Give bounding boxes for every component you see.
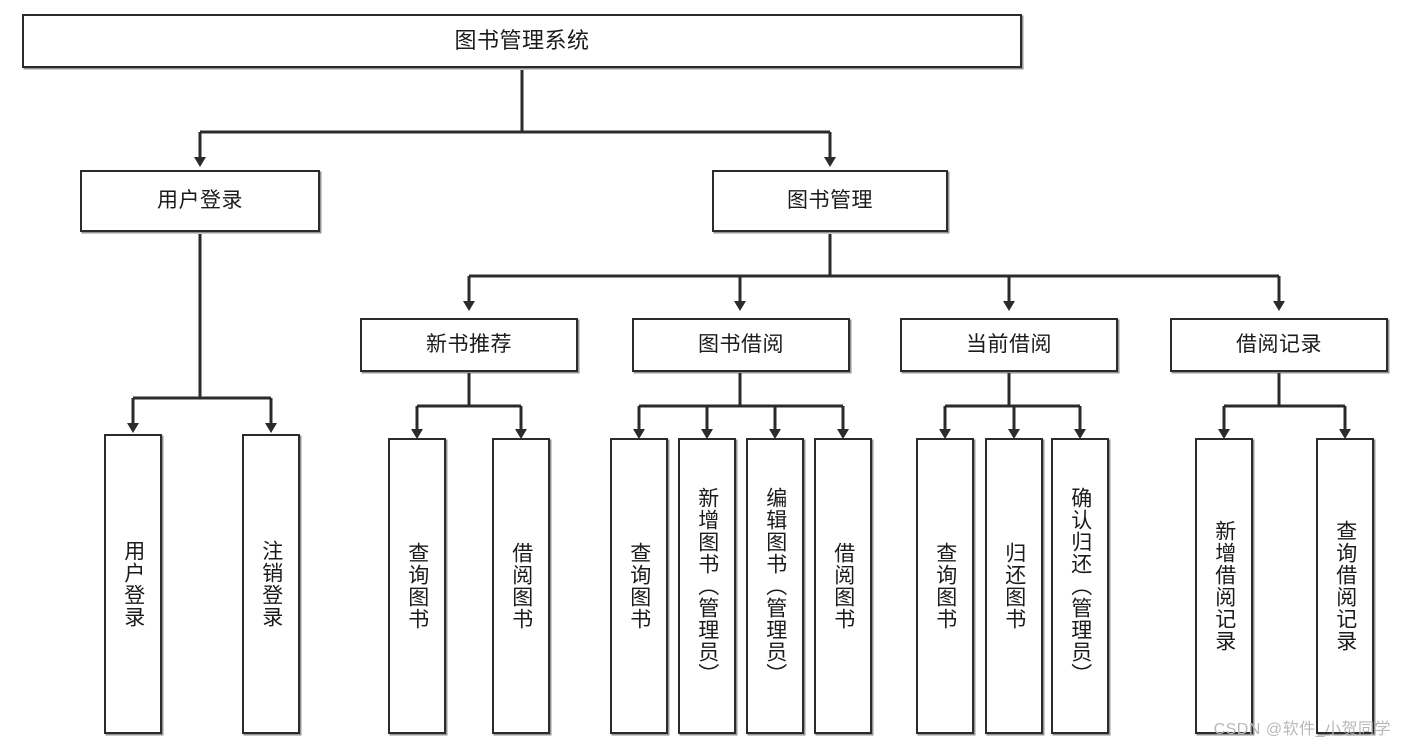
node-new-book-recommend[interactable]: 新书推荐 <box>360 318 578 372</box>
node-user-login[interactable]: 用户登录 <box>80 170 320 232</box>
leaf-edit-book-label: 编辑图书（管理员） <box>763 487 787 685</box>
csdn-watermark: CSDN @软件_小贺同学 <box>1213 721 1391 738</box>
leaf-return-book[interactable]: 归还图书 <box>985 438 1043 734</box>
leaf-add-record-label: 新增借阅记录 <box>1212 520 1236 652</box>
node-book-borrow[interactable]: 图书借阅 <box>632 318 850 372</box>
leaf-confirm-return[interactable]: 确认归还（管理员） <box>1051 438 1109 734</box>
leaf-user-login-label: 用户登录 <box>121 540 145 628</box>
leaf-query-record-label: 查询借阅记录 <box>1333 520 1357 652</box>
node-borrow-record[interactable]: 借阅记录 <box>1170 318 1388 372</box>
node-root[interactable]: 图书管理系统 <box>22 14 1022 68</box>
leaf-add-book-label: 新增图书（管理员） <box>695 487 719 685</box>
leaf-add-record[interactable]: 新增借阅记录 <box>1195 438 1253 734</box>
node-user-login-label: 用户登录 <box>157 188 243 212</box>
leaf-borrow-book-1-label: 借阅图书 <box>509 542 533 630</box>
node-root-label: 图书管理系统 <box>454 28 590 54</box>
node-book-manage[interactable]: 图书管理 <box>712 170 948 232</box>
leaf-query-book-2[interactable]: 查询图书 <box>610 438 668 734</box>
leaf-query-record[interactable]: 查询借阅记录 <box>1316 438 1374 734</box>
node-new-book-recommend-label: 新书推荐 <box>426 332 512 356</box>
node-current-borrow[interactable]: 当前借阅 <box>900 318 1118 372</box>
leaf-query-book-1-label: 查询图书 <box>405 542 429 630</box>
leaf-borrow-book-1[interactable]: 借阅图书 <box>492 438 550 734</box>
node-borrow-record-label: 借阅记录 <box>1236 332 1322 356</box>
leaf-query-book-3[interactable]: 查询图书 <box>916 438 974 734</box>
leaf-logout[interactable]: 注销登录 <box>242 434 300 734</box>
node-book-borrow-label: 图书借阅 <box>698 332 784 356</box>
leaf-borrow-book-2-label: 借阅图书 <box>831 542 855 630</box>
leaf-query-book-3-label: 查询图书 <box>933 542 957 630</box>
leaf-return-book-label: 归还图书 <box>1002 542 1026 630</box>
leaf-query-book-1[interactable]: 查询图书 <box>388 438 446 734</box>
leaf-edit-book[interactable]: 编辑图书（管理员） <box>746 438 804 734</box>
leaf-confirm-return-label: 确认归还（管理员） <box>1068 487 1092 685</box>
leaf-borrow-book-2[interactable]: 借阅图书 <box>814 438 872 734</box>
node-book-manage-label: 图书管理 <box>787 188 873 212</box>
leaf-query-book-2-label: 查询图书 <box>627 542 651 630</box>
node-current-borrow-label: 当前借阅 <box>966 332 1052 356</box>
leaf-logout-label: 注销登录 <box>259 540 283 628</box>
leaf-user-login[interactable]: 用户登录 <box>104 434 162 734</box>
leaf-add-book[interactable]: 新增图书（管理员） <box>678 438 736 734</box>
